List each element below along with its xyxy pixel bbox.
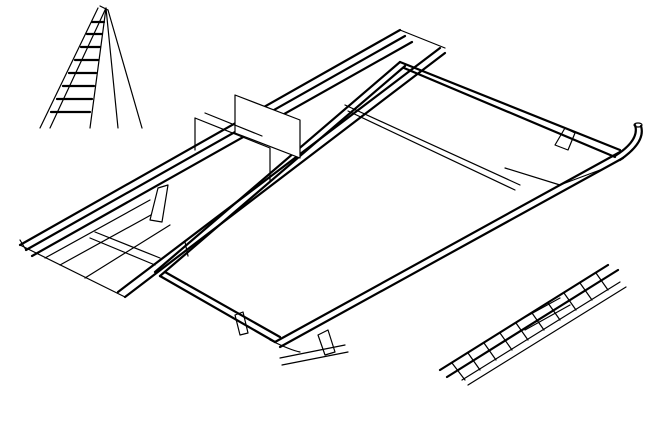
step-ladder xyxy=(39,5,143,129)
step-ladder-rungs xyxy=(49,20,106,114)
ladder-rack-frame xyxy=(153,60,643,366)
extension-ladder xyxy=(438,263,627,386)
ladder-carrier-rail xyxy=(18,28,447,299)
extension-ladder-rungs xyxy=(451,272,609,381)
